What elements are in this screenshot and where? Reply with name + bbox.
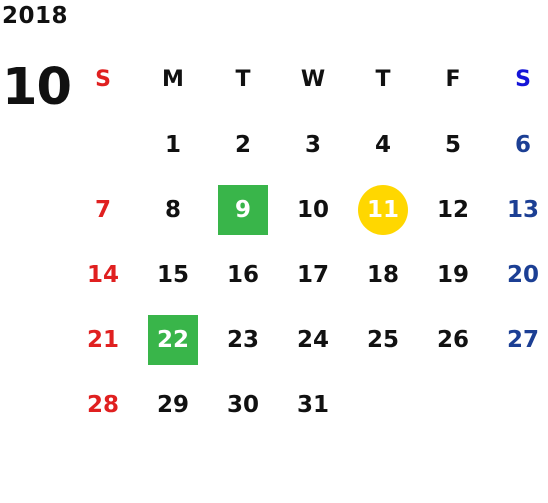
day-cell-9[interactable]: 9 [208, 177, 278, 242]
day-number: 13 [506, 196, 539, 223]
day-number: 15 [156, 261, 189, 288]
day-cell-3[interactable]: 3 [278, 112, 348, 177]
day-cell-13[interactable]: 13 [488, 177, 548, 242]
weekday-header-thursday: T [375, 67, 391, 92]
day-number: 2 [234, 131, 251, 158]
day-number: 26 [436, 326, 469, 353]
day-cell-1[interactable]: 1 [138, 112, 208, 177]
day-cell-16[interactable]: 16 [208, 242, 278, 307]
day-number: 6 [514, 131, 531, 158]
day-cell-15[interactable]: 15 [138, 242, 208, 307]
day-number: 16 [226, 261, 259, 288]
day-number: 21 [86, 326, 119, 353]
day-number: 19 [436, 261, 469, 288]
day-number: 24 [296, 326, 329, 353]
highlighted-day-box: 9 [218, 184, 268, 235]
weekday-header-monday: M [162, 67, 184, 92]
day-number: 3 [304, 131, 321, 158]
day-cell-7[interactable]: 7 [68, 177, 138, 242]
day-number: 4 [374, 131, 391, 158]
day-cell-22[interactable]: 22 [138, 307, 208, 372]
day-number: 29 [156, 391, 189, 418]
day-cell-25[interactable]: 25 [348, 307, 418, 372]
day-number: 25 [366, 326, 399, 353]
day-cell-31[interactable]: 31 [278, 372, 348, 437]
day-cell-24[interactable]: 24 [278, 307, 348, 372]
day-cell-29[interactable]: 29 [138, 372, 208, 437]
day-cell-14[interactable]: 14 [68, 242, 138, 307]
day-cell-17[interactable]: 17 [278, 242, 348, 307]
highlighted-day-box: 22 [148, 314, 198, 365]
day-number: 28 [86, 391, 119, 418]
day-number: 12 [436, 196, 469, 223]
day-cell-6[interactable]: 6 [488, 112, 548, 177]
day-cell-10[interactable]: 10 [278, 177, 348, 242]
day-number: 5 [444, 131, 461, 158]
day-number: 1 [164, 131, 181, 158]
day-number: 23 [226, 326, 259, 353]
day-cell-26[interactable]: 26 [418, 307, 488, 372]
day-number: 30 [226, 391, 259, 418]
day-cell-28[interactable]: 28 [68, 372, 138, 437]
day-number: 27 [506, 326, 539, 353]
day-cell-18[interactable]: 18 [348, 242, 418, 307]
weekday-header-saturday: S [515, 67, 531, 92]
day-number: 31 [296, 391, 329, 418]
today-day-circle: 11 [358, 184, 408, 235]
day-number: 17 [296, 261, 329, 288]
day-number: 20 [506, 261, 539, 288]
day-cell-5[interactable]: 5 [418, 112, 488, 177]
day-number: 8 [164, 196, 181, 223]
day-cell-19[interactable]: 19 [418, 242, 488, 307]
year-label: 2018 [2, 3, 69, 29]
empty-day-cell [68, 112, 138, 177]
month-number: 10 [2, 58, 72, 117]
day-number: 18 [366, 261, 399, 288]
day-cell-11[interactable]: 11 [348, 177, 418, 242]
day-number: 14 [86, 261, 119, 288]
day-cell-2[interactable]: 2 [208, 112, 278, 177]
day-number: 7 [94, 196, 111, 223]
day-cell-4[interactable]: 4 [348, 112, 418, 177]
day-cell-23[interactable]: 23 [208, 307, 278, 372]
day-cell-12[interactable]: 12 [418, 177, 488, 242]
weekday-header-sunday: S [95, 67, 111, 92]
day-number: 10 [296, 196, 329, 223]
weekday-header-friday: F [445, 67, 461, 92]
day-cell-21[interactable]: 21 [68, 307, 138, 372]
day-cell-8[interactable]: 8 [138, 177, 208, 242]
day-cell-20[interactable]: 20 [488, 242, 548, 307]
day-cell-27[interactable]: 27 [488, 307, 548, 372]
day-cell-30[interactable]: 30 [208, 372, 278, 437]
weekday-header-wednesday: W [300, 67, 326, 92]
weekday-header-tuesday: T [235, 67, 251, 92]
